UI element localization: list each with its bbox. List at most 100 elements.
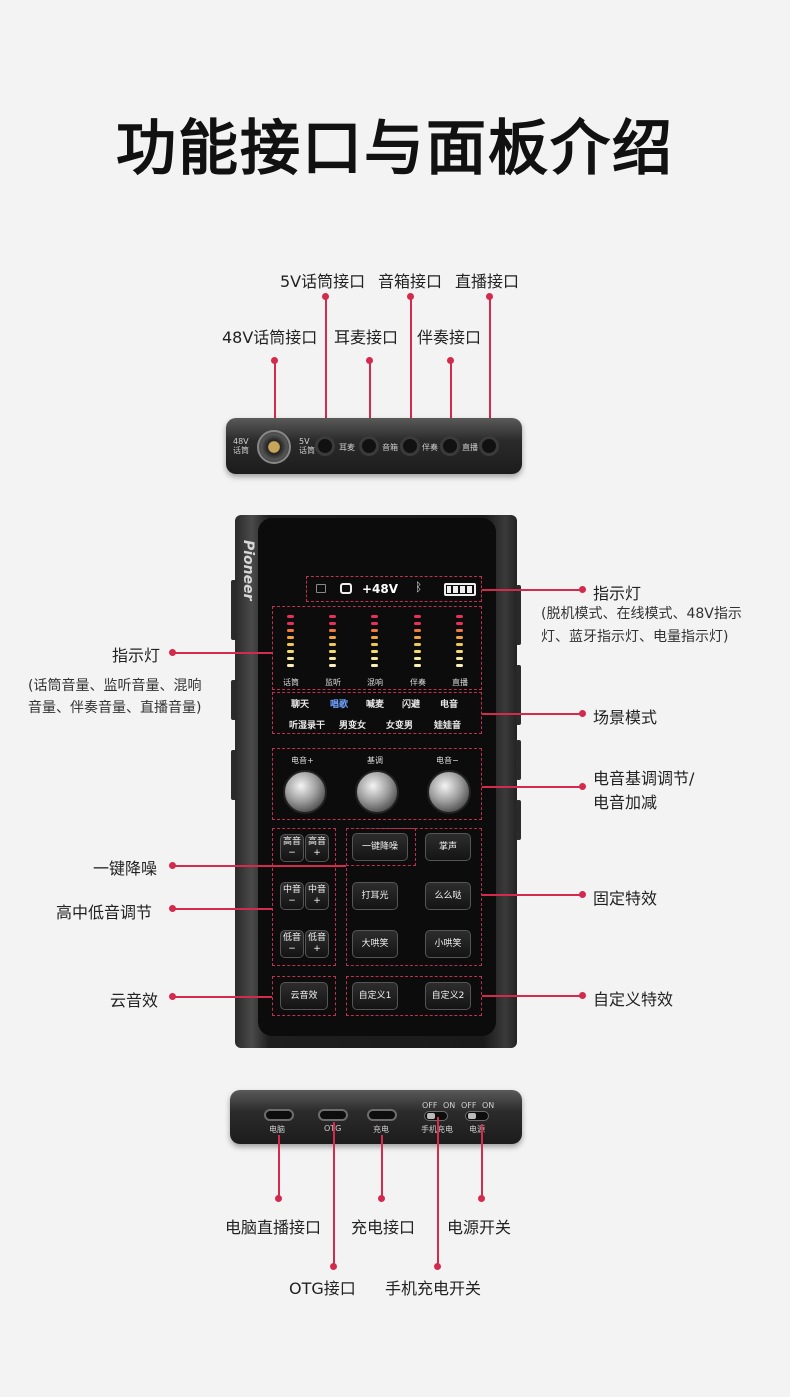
meter-led bbox=[329, 636, 336, 639]
pc-port-label: 电脑 bbox=[269, 1125, 285, 1134]
callout-dot bbox=[378, 1195, 385, 1202]
callout-dot bbox=[478, 1195, 485, 1202]
speaker-jack[interactable] bbox=[400, 436, 420, 456]
leader-line bbox=[482, 713, 582, 715]
mode-chat[interactable]: 聊天 bbox=[291, 700, 310, 710]
cloud-zone bbox=[272, 976, 336, 1016]
accomp-jack[interactable] bbox=[440, 436, 460, 456]
treble-plus-button[interactable]: 高音+ bbox=[305, 834, 329, 862]
left-callout-indicator: 指示灯 bbox=[112, 646, 161, 665]
callout-dot bbox=[447, 357, 454, 364]
spotlight-button[interactable]: 打耳光 bbox=[352, 882, 398, 910]
mic5-jack[interactable] bbox=[315, 436, 335, 456]
mid-minus-button[interactable]: 中音− bbox=[280, 882, 304, 910]
meter-led bbox=[414, 664, 421, 667]
key-knob[interactable] bbox=[355, 770, 399, 814]
knob-zone bbox=[272, 748, 482, 820]
big-laugh-button[interactable]: 大哄笑 bbox=[352, 930, 398, 958]
meter-led bbox=[371, 636, 378, 639]
meter-led bbox=[456, 636, 463, 639]
side-button[interactable] bbox=[516, 665, 521, 725]
xlr-jack-icon[interactable] bbox=[257, 430, 291, 464]
right-callout-scene: 场景模式 bbox=[593, 708, 658, 727]
callout-dot bbox=[486, 293, 493, 300]
charge-usbc-port[interactable] bbox=[367, 1109, 397, 1121]
meter-led bbox=[287, 657, 294, 660]
bottom-callout-pc: 电脑直播接口 bbox=[225, 1218, 322, 1237]
callout-dot bbox=[169, 905, 176, 912]
treble-minus-button[interactable]: 高音− bbox=[280, 834, 304, 862]
phantom-48v-indicator: +48V bbox=[362, 582, 399, 596]
callout-dot bbox=[330, 1263, 337, 1270]
charge-port-label: 充电 bbox=[373, 1125, 389, 1134]
meter-led bbox=[371, 615, 378, 618]
bass-plus-button[interactable]: 低音+ bbox=[305, 930, 329, 958]
electro-minus-knob[interactable] bbox=[427, 770, 471, 814]
leader-line bbox=[175, 652, 272, 654]
right-callout-custom: 自定义特效 bbox=[593, 990, 674, 1009]
denoise-button[interactable]: 一键降噪 bbox=[352, 833, 408, 861]
leader-line bbox=[175, 865, 346, 867]
right-callout-indicator: 指示灯 bbox=[593, 584, 642, 603]
mid-plus-button[interactable]: 中音+ bbox=[305, 882, 329, 910]
leader-line bbox=[333, 1122, 335, 1265]
right-indicator-desc: (脱机模式、在线模式、48V指示 bbox=[541, 606, 742, 622]
headset-label: 耳麦 bbox=[339, 443, 355, 452]
live-jack[interactable] bbox=[479, 436, 499, 456]
side-button[interactable] bbox=[231, 750, 237, 800]
headset-jack[interactable] bbox=[359, 436, 379, 456]
side-button[interactable] bbox=[516, 740, 521, 780]
custom2-button[interactable]: 自定义2 bbox=[425, 982, 471, 1010]
brand-logo: Pioneer bbox=[240, 540, 256, 601]
meter-led bbox=[414, 650, 421, 653]
meter-led bbox=[414, 629, 421, 632]
meter-led bbox=[456, 657, 463, 660]
bass-minus-button[interactable]: 低音− bbox=[280, 930, 304, 958]
meter-label: 混响 bbox=[367, 678, 383, 687]
right-indicator-desc: 灯、蓝牙指示灯、电量指示灯) bbox=[541, 629, 729, 645]
mode-wet-dry[interactable]: 听湿录干 bbox=[289, 721, 326, 731]
mode-baby[interactable]: 娃娃音 bbox=[434, 721, 462, 731]
side-button[interactable] bbox=[516, 800, 521, 840]
power-switch[interactable] bbox=[465, 1111, 489, 1121]
small-laugh-button[interactable]: 小哄笑 bbox=[425, 930, 471, 958]
switch-on-label: ON bbox=[443, 1101, 456, 1110]
meter-led bbox=[287, 636, 294, 639]
phone-charge-switch[interactable] bbox=[424, 1111, 448, 1121]
custom1-button[interactable]: 自定义1 bbox=[352, 982, 398, 1010]
mode-duck[interactable]: 闪避 bbox=[402, 700, 421, 710]
electro-plus-knob[interactable] bbox=[283, 770, 327, 814]
mode-male-female[interactable]: 男变女 bbox=[339, 721, 367, 731]
knob-label: 电音+ bbox=[291, 756, 314, 765]
leader-line bbox=[175, 908, 272, 910]
meter-label: 直播 bbox=[452, 678, 468, 687]
left-callout-cloud: 云音效 bbox=[110, 991, 159, 1010]
mode-female-male[interactable]: 女变男 bbox=[386, 721, 414, 731]
mode-shout[interactable]: 喊麦 bbox=[366, 700, 385, 710]
meter-led bbox=[287, 643, 294, 646]
leader-line bbox=[482, 589, 582, 591]
kiss-button[interactable]: 么么哒 bbox=[425, 882, 471, 910]
leader-line bbox=[481, 1124, 483, 1197]
meter-led bbox=[287, 622, 294, 625]
callout-dot bbox=[271, 357, 278, 364]
cloud-effect-button[interactable]: 云音效 bbox=[280, 982, 328, 1010]
callout-dot bbox=[169, 862, 176, 869]
callout-dot bbox=[169, 649, 176, 656]
meter-led bbox=[287, 615, 294, 618]
meter-led bbox=[456, 629, 463, 632]
side-button[interactable] bbox=[231, 580, 237, 640]
pc-usbc-port[interactable] bbox=[264, 1109, 294, 1121]
side-button[interactable] bbox=[231, 680, 237, 720]
applause-button[interactable]: 掌声 bbox=[425, 833, 471, 861]
mode-sing[interactable]: 唱歌 bbox=[330, 700, 349, 710]
mode-electro[interactable]: 电音 bbox=[440, 700, 459, 710]
otg-usbc-port[interactable] bbox=[318, 1109, 348, 1121]
switch-off-label: OFF bbox=[422, 1101, 438, 1110]
side-button[interactable] bbox=[516, 585, 521, 645]
meter-led bbox=[456, 664, 463, 667]
meter-led bbox=[414, 643, 421, 646]
leader-line bbox=[482, 995, 582, 997]
switch-off-label: OFF bbox=[461, 1101, 477, 1110]
meter-led bbox=[371, 643, 378, 646]
